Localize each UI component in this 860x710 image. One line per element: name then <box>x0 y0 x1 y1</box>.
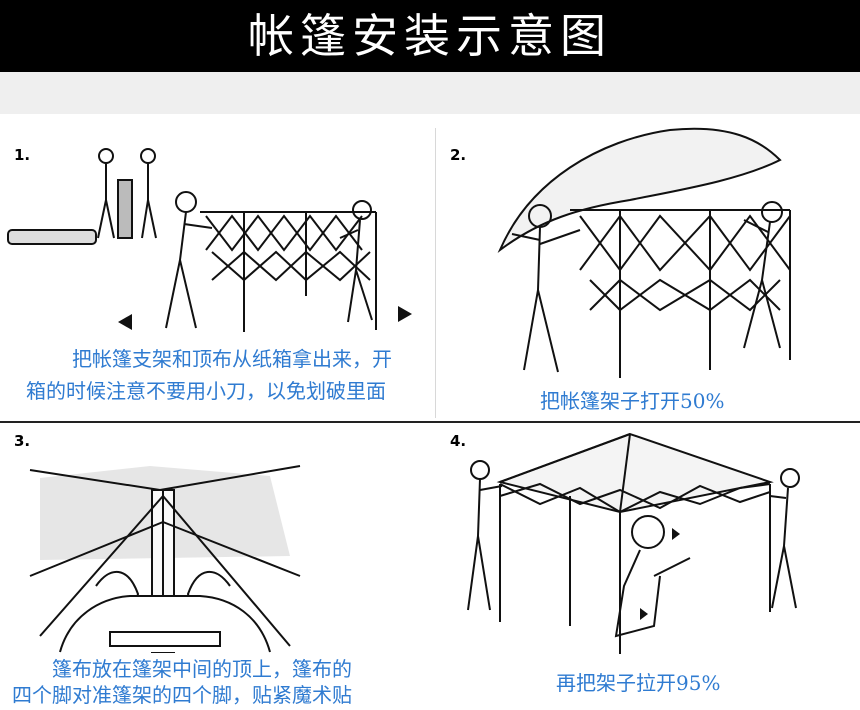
step-1-illustration <box>7 148 412 332</box>
step-4-caption: 再把架子拉开95% <box>556 671 721 695</box>
step-2-caption: 把帐篷架子打开50% <box>540 389 725 413</box>
step-3-caption-line-2: 四个脚对准篷架的四个脚，贴紧魔术贴 <box>12 683 352 707</box>
step-3-illustration <box>29 465 301 653</box>
row-divider <box>0 421 860 423</box>
step-2-illustration <box>497 127 791 378</box>
header-band <box>0 72 860 114</box>
step-4-illustration <box>467 432 800 654</box>
page-title: 帐篷安装示意图 <box>248 9 612 63</box>
step-1-number: 1. <box>14 146 31 164</box>
step-3-number: 3. <box>14 432 31 450</box>
step-3-caption-line-1: 篷布放在篷架中间的顶上，篷布的 <box>52 657 352 681</box>
step-1-caption-line-1: 把帐篷支架和顶布从纸箱拿出来，开 <box>72 347 392 371</box>
column-divider-top <box>435 128 436 418</box>
step-1-caption-line-2: 箱的时候注意不要用小刀，以免划破里面 <box>26 379 386 403</box>
header-bar: 帐篷安装示意图 <box>0 0 860 72</box>
step-2-number: 2. <box>450 146 467 164</box>
step-4-number: 4. <box>450 432 467 450</box>
